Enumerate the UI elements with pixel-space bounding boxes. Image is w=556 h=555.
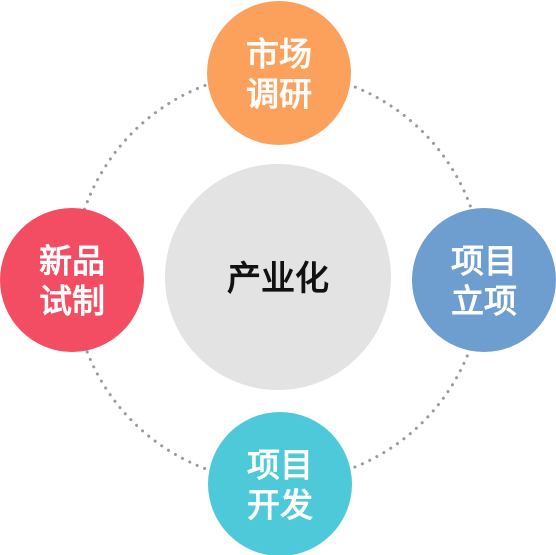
node-project-development-line2: 开发 (247, 486, 313, 525)
node-project-development-circle (208, 412, 352, 555)
center-node: 产业化 (165, 164, 391, 390)
center-circle (165, 164, 391, 390)
node-project-development-line1: 项目 (247, 446, 313, 485)
node-new-product-trial-circle (0, 208, 144, 352)
node-project-initiation-line1: 项目 (451, 242, 517, 281)
node-project-development: 项目 开发 (208, 412, 352, 555)
node-market-research-circle (207, 1, 351, 145)
node-market-research: 市场 调研 (207, 1, 351, 145)
node-project-initiation-circle (412, 208, 556, 352)
node-project-initiation-line2: 立项 (451, 282, 517, 321)
node-market-research-line1: 市场 (246, 35, 312, 74)
node-new-product-trial: 新品 试制 (0, 208, 144, 352)
node-market-research-line2: 调研 (246, 75, 312, 114)
node-new-product-trial-line1: 新品 (39, 242, 105, 281)
node-new-product-trial-line2: 试制 (39, 282, 105, 321)
node-project-initiation: 项目 立项 (412, 208, 556, 352)
center-label: 产业化 (227, 259, 329, 299)
